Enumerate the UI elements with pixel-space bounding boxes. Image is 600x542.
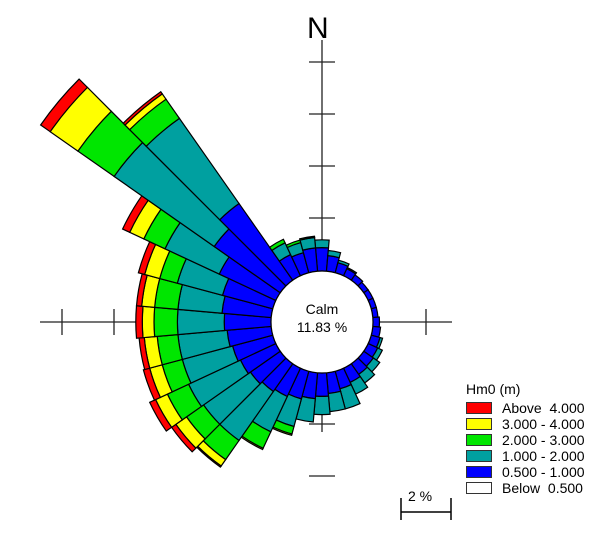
- sector-segment: [327, 249, 342, 259]
- north-label: N: [307, 12, 329, 45]
- sector-segment: [313, 395, 331, 416]
- sector-segment: [122, 90, 164, 126]
- sector-segment: [346, 266, 358, 275]
- legend-label: 1.000 - 2.000: [502, 448, 585, 464]
- legend-swatch: [466, 466, 492, 478]
- legend-item: 1.000 - 2.000: [466, 448, 585, 464]
- sector-segment: [135, 305, 144, 339]
- sector-segment: [298, 235, 316, 241]
- calm-value: 11.83 %: [296, 319, 348, 335]
- calm-title: Calm: [305, 301, 339, 317]
- legend-label: Below 0.500: [502, 480, 583, 496]
- legend-item: Above 4.000: [466, 400, 585, 416]
- sector-segment: [372, 316, 381, 328]
- legend-item: 3.000 - 4.000: [466, 416, 585, 432]
- legend-label: 0.500 - 1.000: [502, 464, 585, 480]
- legend-item: 2.000 - 3.000: [466, 432, 585, 448]
- legend-label: 2.000 - 3.000: [502, 432, 585, 448]
- legend-swatch: [466, 434, 492, 446]
- calm-label: Calm 11.83 %: [272, 300, 372, 336]
- sector-segment: [337, 259, 350, 268]
- sector-segment: [39, 78, 89, 133]
- sector-segment: [141, 305, 156, 339]
- sector-segment: [268, 238, 286, 252]
- scale-bar: [400, 498, 452, 520]
- calm-circle: [270, 270, 374, 374]
- legend-swatch: [466, 418, 492, 430]
- legend-title: Hm0 (m): [466, 381, 521, 397]
- legend-swatch: [466, 402, 492, 414]
- scale-bar-label: 2 %: [408, 488, 433, 504]
- legend-label: 3.000 - 4.000: [502, 416, 585, 432]
- legend-item: Below 0.500: [466, 480, 585, 496]
- legend-label: Above 4.000: [502, 400, 585, 416]
- legend-swatch: [466, 450, 492, 462]
- legend-swatch: [466, 482, 492, 494]
- sector-segment: [142, 367, 162, 401]
- wind-rose-sectors: [39, 78, 384, 468]
- sector-segment: [314, 239, 330, 249]
- sector-segment: [153, 306, 179, 338]
- legend-item: 0.500 - 1.000: [466, 464, 585, 480]
- sector-segment: [148, 398, 173, 432]
